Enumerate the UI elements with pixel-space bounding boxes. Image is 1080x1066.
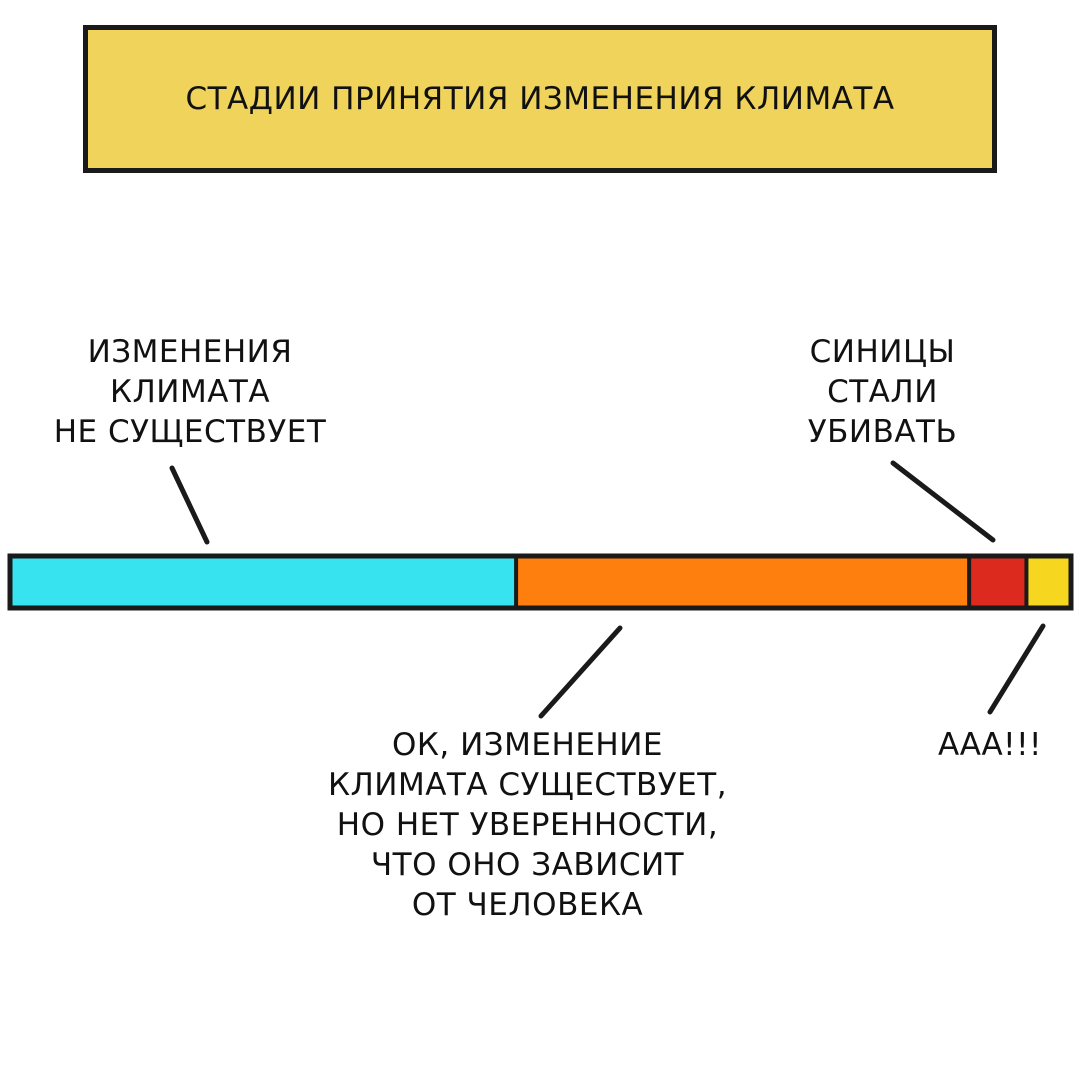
- stage-segment-2: [516, 556, 970, 608]
- title-box: СТАДИИ ПРИНЯТИЯ ИЗМЕНЕНИЯ КЛИМАТА: [83, 25, 997, 173]
- pointer-panic: [987, 623, 1046, 715]
- stage-label-line: КЛИМАТА СУЩЕСТВУЕТ,: [327, 767, 728, 803]
- pointer-denial: [169, 465, 210, 545]
- stage-label-line: ОК, ИЗМЕНЕНИЕ: [392, 727, 663, 763]
- stage-segment-1: [10, 556, 517, 608]
- stage-label-line: СТАЛИ: [827, 374, 938, 410]
- stage-label-line: НЕ СУЩЕСТВУЕТ: [53, 414, 327, 450]
- title-text: СТАДИИ ПРИНЯТИЯ ИЗМЕНЕНИЯ КЛИМАТА: [185, 81, 895, 117]
- stage-segment-4: [1026, 556, 1071, 608]
- stage-label-line: ИЗМЕНЕНИЯ: [87, 334, 293, 370]
- stage-label-line: УБИВАТЬ: [807, 414, 958, 450]
- stage-label-line: КЛИМАТА: [109, 374, 271, 410]
- stage-label-panic: ААА!!!: [925, 725, 1055, 765]
- stage-label-line: СИНИЦЫ: [809, 334, 956, 370]
- stage-label-tits: СИНИЦЫ СТАЛИ УБИВАТЬ: [765, 332, 1000, 452]
- stage-label-line: ЧТО ОНО ЗАВИСИТ: [370, 847, 685, 883]
- stage-label-doubt: ОК, ИЗМЕНЕНИЕ КЛИМАТА СУЩЕСТВУЕТ, НО НЕТ…: [255, 725, 800, 925]
- pointer-tits: [890, 460, 996, 543]
- pointer-doubt: [538, 625, 623, 719]
- stage-label-denial: ИЗМЕНЕНИЯ КЛИМАТА НЕ СУЩЕСТВУЕТ: [5, 332, 375, 452]
- stage-label-line: ААА!!!: [938, 727, 1042, 763]
- stage-segment-3: [969, 556, 1027, 608]
- stage-label-line: ОТ ЧЕЛОВЕКА: [411, 887, 644, 923]
- bar-outline: [7, 553, 1074, 611]
- stage-label-line: НО НЕТ УВЕРЕННОСТИ,: [336, 807, 719, 843]
